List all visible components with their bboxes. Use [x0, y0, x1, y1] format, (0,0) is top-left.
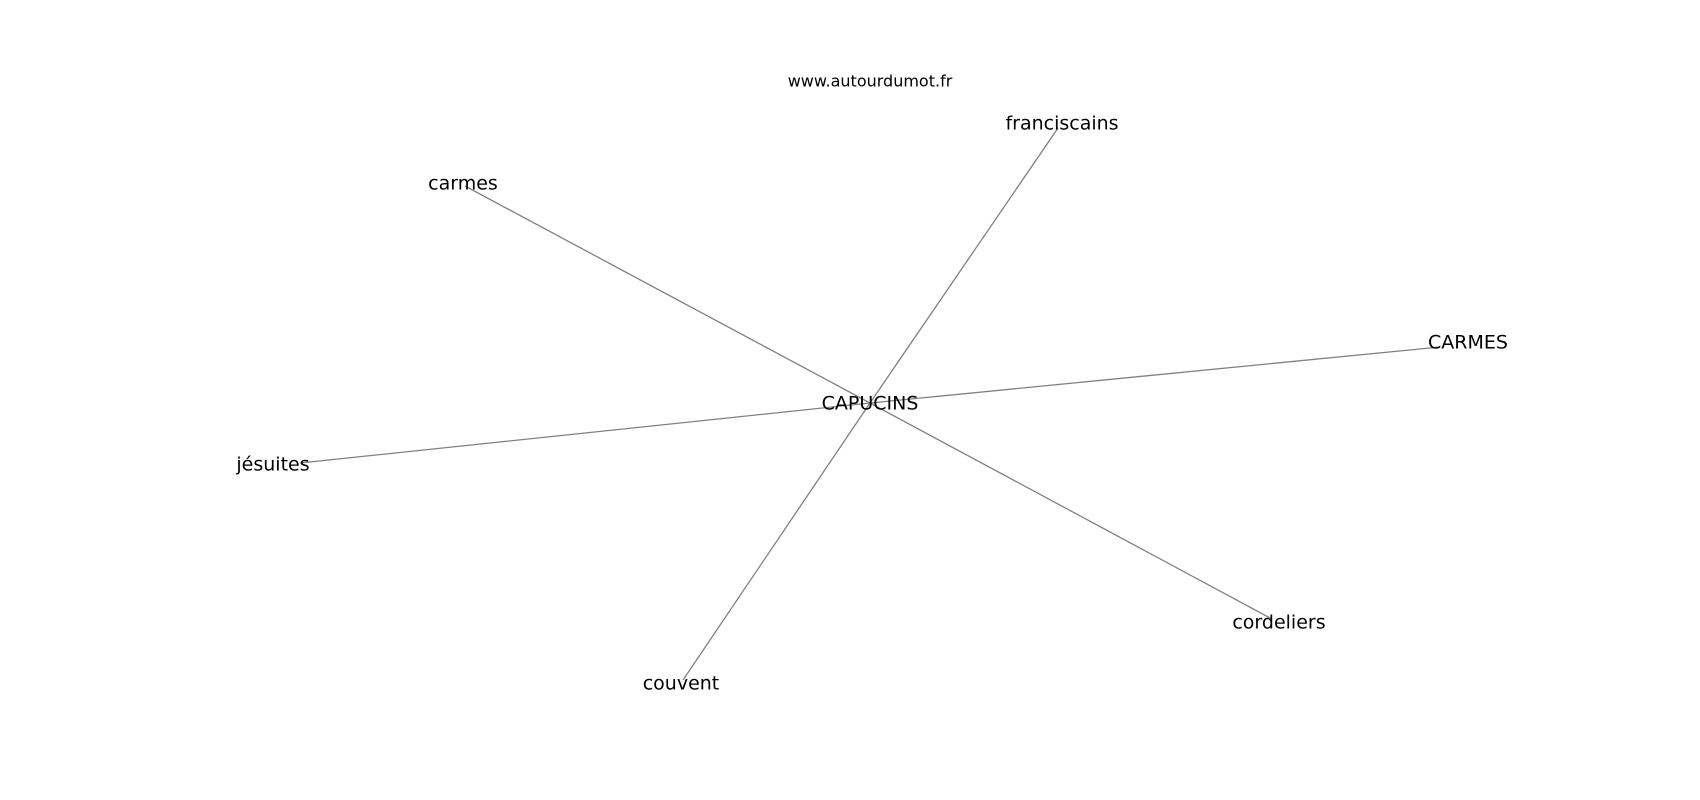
node-capucins[interactable]: CAPUCINS	[822, 393, 919, 415]
edge-capucins-franciscains	[869, 127, 1059, 404]
node-carmes[interactable]: carmes	[428, 173, 498, 195]
edge-capucins-cordeliers	[869, 402, 1273, 620]
site-watermark: www.autourdumot.fr	[788, 72, 953, 91]
node-couvent[interactable]: couvent	[643, 673, 720, 695]
node-cordeliers[interactable]: cordeliers	[1232, 612, 1325, 634]
edges-layer	[299, 127, 1441, 681]
node-carmes-upper[interactable]: CARMES	[1428, 332, 1508, 354]
edge-capucins-carmes	[464, 185, 871, 404]
labels-layer: www.autourdumot.fr CAPUCINS franciscains…	[235, 72, 1508, 695]
edge-capucins-jesuites	[299, 402, 871, 464]
node-franciscains[interactable]: franciscains	[1005, 113, 1118, 135]
node-jesuites[interactable]: jésuites	[235, 454, 309, 476]
edge-capucins-couvent	[682, 402, 871, 681]
edge-capucins-carmes-upper	[869, 346, 1441, 404]
